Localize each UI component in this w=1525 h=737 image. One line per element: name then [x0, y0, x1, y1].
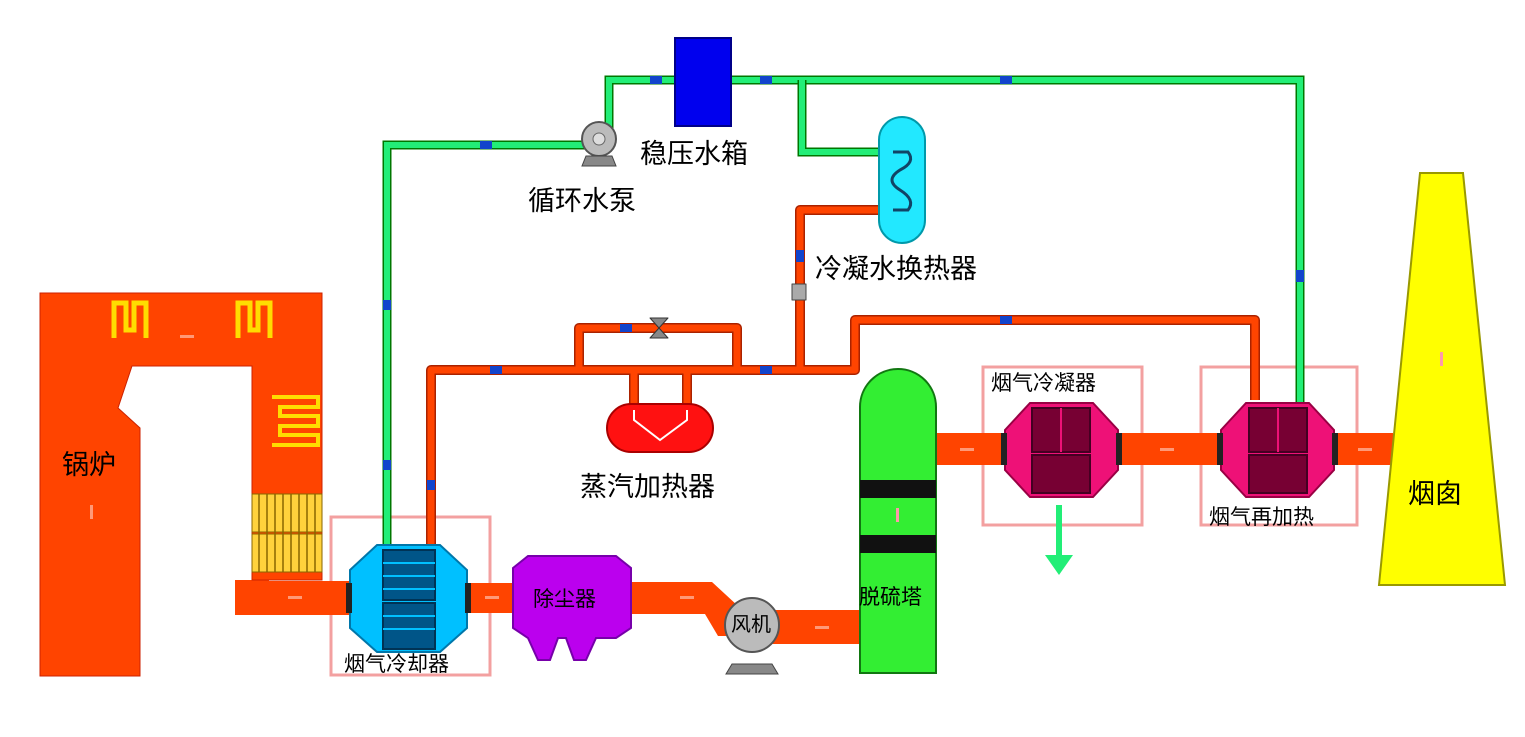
water-pipes	[382, 75, 1305, 585]
air-preheater	[251, 493, 323, 573]
dust-collector-label: 除尘器	[533, 587, 596, 611]
dust-collector: 除尘器	[512, 555, 632, 661]
condensate-heat-exchanger: 冷凝水换热器	[815, 116, 977, 285]
economizer-coil-icon	[272, 395, 320, 447]
boiler: 锅炉	[39, 292, 323, 677]
pressure-tank: 稳压水箱	[640, 37, 748, 170]
desulfurization-tower-label: 脱硫塔	[859, 585, 922, 609]
reheater-coil-icon	[235, 300, 273, 338]
duct-boiler-to-cooler	[235, 580, 350, 615]
flue-gas-ducts	[235, 433, 1393, 644]
flue-gas-cooler: 烟气冷却器	[344, 544, 471, 676]
flue-gas-cooler-label: 烟气冷却器	[344, 652, 449, 676]
flue-gas-condenser: 烟气冷凝器	[991, 371, 1122, 498]
flue-gas-reheater-label: 烟气再加热	[1209, 505, 1314, 529]
fan: 风机	[724, 597, 780, 675]
chimney: 烟囱	[1377, 172, 1507, 586]
exchanger-valve-icon	[791, 283, 807, 301]
water-pipe-top-loop	[606, 77, 1303, 403]
circulating-pump: 循环水泵	[528, 121, 636, 217]
steam-heater: 蒸汽加热器	[580, 403, 715, 503]
chimney-label: 烟囱	[1408, 479, 1462, 510]
steam-pipes	[426, 205, 1260, 585]
water-pipe-to-exchanger	[799, 80, 893, 155]
fan-icon	[724, 597, 780, 653]
water-pipe-cooler-to-pump	[384, 142, 596, 585]
flue-gas-condenser-label: 烟气冷凝器	[991, 371, 1096, 395]
condensate-heat-exchanger-label: 冷凝水换热器	[815, 254, 977, 285]
condensate-outlet-arrow	[1045, 555, 1073, 575]
water-pipe-outline-top	[604, 75, 1305, 403]
pressure-tank-label: 稳压水箱	[640, 139, 748, 170]
steam-heater-label: 蒸汽加热器	[580, 472, 715, 503]
flue-gas-reheater: 烟气再加热	[1209, 402, 1338, 529]
desulfurization-tower: 脱硫塔	[859, 368, 937, 674]
fan-label: 风机	[731, 612, 771, 636]
duct-dust-to-fan	[630, 582, 738, 636]
circulating-pump-label: 循环水泵	[528, 186, 636, 217]
superheater-coil-icon	[111, 300, 149, 338]
steam-valve-icon	[649, 317, 669, 329]
boiler-label: 锅炉	[62, 450, 116, 481]
